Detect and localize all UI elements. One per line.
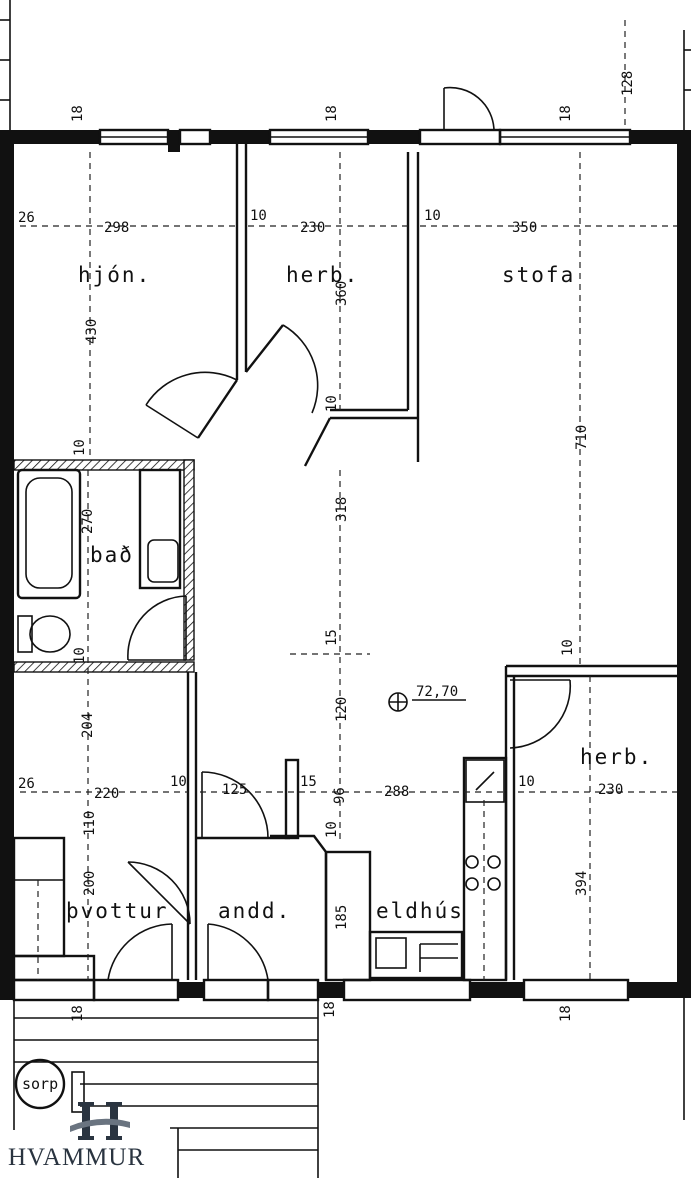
room-label-herb-right: herb.: [580, 745, 653, 769]
dim-230-right: 230: [598, 782, 623, 798]
dim-230-top: 230: [300, 220, 325, 236]
room-label-stofa: stofa: [502, 263, 575, 287]
logo-name: HVAMMUR: [8, 1144, 146, 1171]
dim-185: 185: [334, 905, 350, 930]
dim-200: 200: [82, 871, 98, 896]
area-label: 72,70: [416, 684, 458, 700]
bottom-wall: [0, 978, 691, 1002]
bathroom-fixtures: [16, 468, 182, 653]
dim-298: 298: [104, 220, 129, 236]
dim-350: 350: [512, 220, 537, 236]
exterior-steps: [13, 1000, 319, 1178]
dim-18-bottom-left: 18: [70, 1005, 86, 1022]
terrace-door: [443, 86, 495, 131]
dim-96: 96: [332, 787, 348, 804]
dim-10-f: 10: [560, 639, 576, 656]
dim-18-bottom-right: 18: [558, 1005, 574, 1022]
dim-204: 204: [80, 713, 96, 738]
dim-110: 110: [82, 811, 98, 836]
dim-15-b: 15: [300, 774, 317, 790]
dim-15-a: 15: [324, 629, 340, 646]
room-label-andd: andd.: [218, 899, 291, 923]
dim-26-bottom: 26: [18, 776, 35, 792]
dim-18-top-left: 18: [70, 105, 86, 122]
dim-394: 394: [574, 871, 590, 896]
dim-10-b: 10: [424, 208, 441, 224]
hvammur-logo: HVAMMUR: [8, 1100, 188, 1172]
sorp-label: sorp: [22, 1075, 58, 1093]
dim-125: 125: [222, 782, 247, 798]
dim-18-bottom-mid: 18: [322, 1001, 338, 1018]
dim-26-top: 26: [18, 210, 35, 226]
dim-10-i: 10: [324, 821, 340, 838]
dim-18-top-right: 18: [558, 105, 574, 122]
right-wall: [677, 130, 691, 985]
dim-10-g: 10: [170, 774, 187, 790]
dim-220: 220: [94, 786, 119, 802]
dim-10-e: 10: [72, 647, 88, 664]
room-label-thvottur: þvottur: [66, 899, 169, 923]
dim-288: 288: [384, 784, 409, 800]
room-label-herb-top: herb.: [286, 263, 359, 287]
dim-10-c: 10: [324, 395, 340, 412]
dim-120: 120: [334, 697, 350, 722]
room-label-eldhus: eldhús: [376, 899, 464, 923]
dim-10-d: 10: [72, 439, 88, 456]
dim-10-a: 10: [250, 208, 267, 224]
dim-10-h: 10: [518, 774, 535, 790]
room-label-bad: bað: [90, 543, 134, 567]
interior-walls: [13, 144, 677, 980]
room-label-hjon: hjón.: [78, 263, 151, 287]
dimension-guides: [20, 152, 677, 980]
dim-128: 128: [620, 71, 636, 96]
kitchen-fixtures: [324, 756, 508, 982]
laundry-fixtures: [12, 836, 96, 982]
dim-18-top-mid: 18: [324, 105, 340, 122]
dim-360: 360: [334, 281, 350, 306]
doors: [107, 324, 572, 981]
dim-430: 430: [84, 319, 100, 344]
logo-h-mark-icon: [70, 1102, 130, 1140]
dim-270: 270: [80, 509, 96, 534]
level-marker: [388, 692, 466, 712]
dim-710: 710: [574, 425, 590, 450]
top-wall: [0, 128, 691, 152]
left-wall: [0, 130, 14, 985]
top-exterior-lines: [0, 0, 691, 130]
dim-318: 318: [334, 497, 350, 522]
